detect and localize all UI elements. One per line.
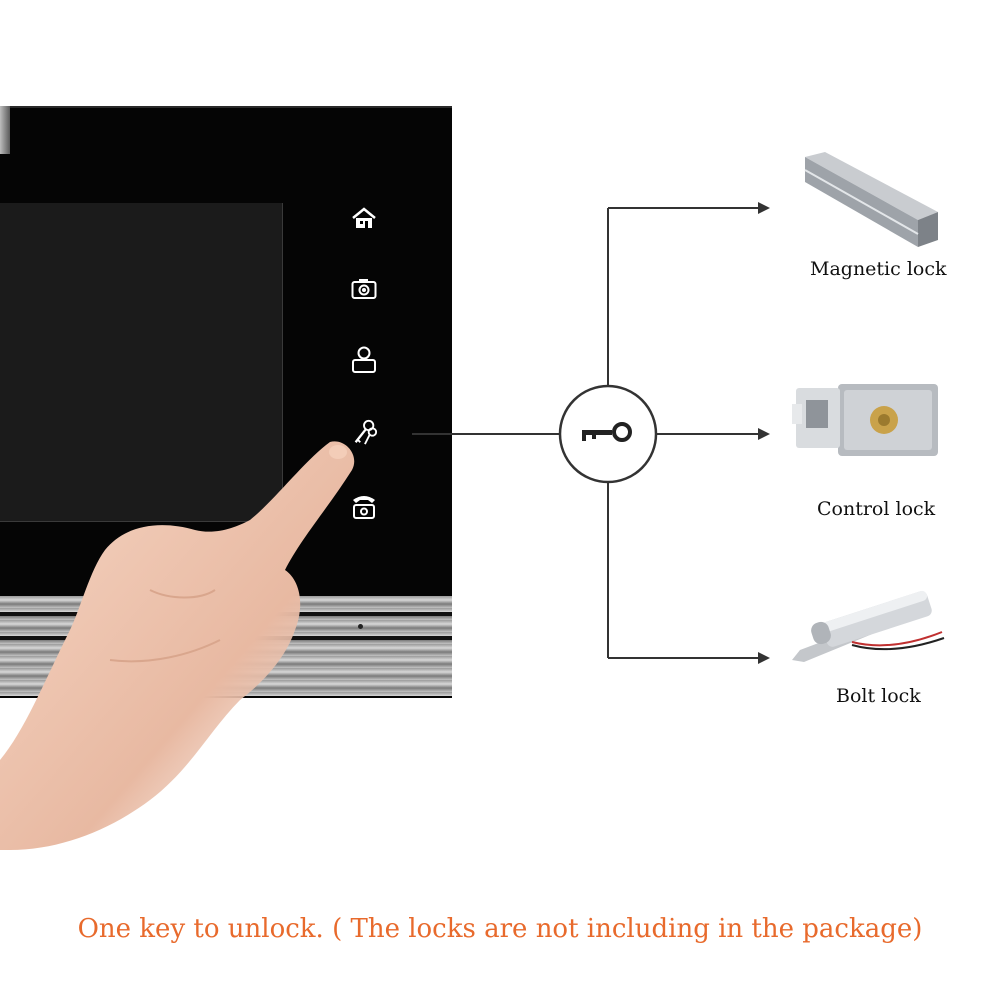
magnetic-lock-image: [804, 152, 938, 247]
magnetic-lock-label: Magnetic lock: [810, 258, 947, 280]
user-icon[interactable]: [350, 346, 378, 374]
bolt-lock-label: Bolt lock: [836, 685, 921, 707]
pointing-hand: [0, 441, 355, 850]
keys-icon[interactable]: [350, 418, 378, 446]
camera-icon[interactable]: [350, 275, 378, 303]
microphone-hole: [358, 624, 363, 629]
monitor-edge: [0, 106, 10, 154]
phone-icon[interactable]: [350, 492, 378, 520]
control-lock-label: Control lock: [817, 498, 936, 520]
home-icon[interactable]: [350, 204, 378, 232]
control-lock-image: [792, 384, 938, 456]
key-icon: [582, 422, 632, 442]
caption-text: One key to unlock. ( The locks are not i…: [77, 914, 923, 944]
bolt-lock-image: [792, 590, 945, 662]
monitor-screen: [0, 203, 283, 522]
